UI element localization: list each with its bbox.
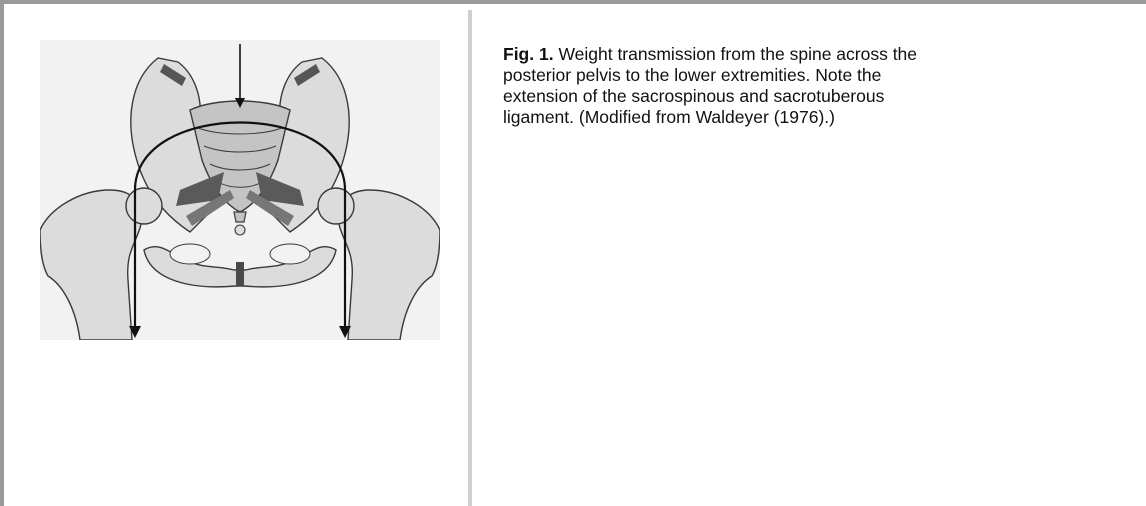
figure-caption-text: Weight transmission from the spine acros… bbox=[503, 44, 917, 127]
column-divider bbox=[468, 10, 472, 506]
pelvis-illustration bbox=[40, 40, 440, 340]
figure-cell bbox=[40, 40, 440, 340]
figure-label: Fig. 1. bbox=[503, 44, 554, 64]
figure-caption: Fig. 1. Weight transmission from the spi… bbox=[503, 44, 933, 128]
